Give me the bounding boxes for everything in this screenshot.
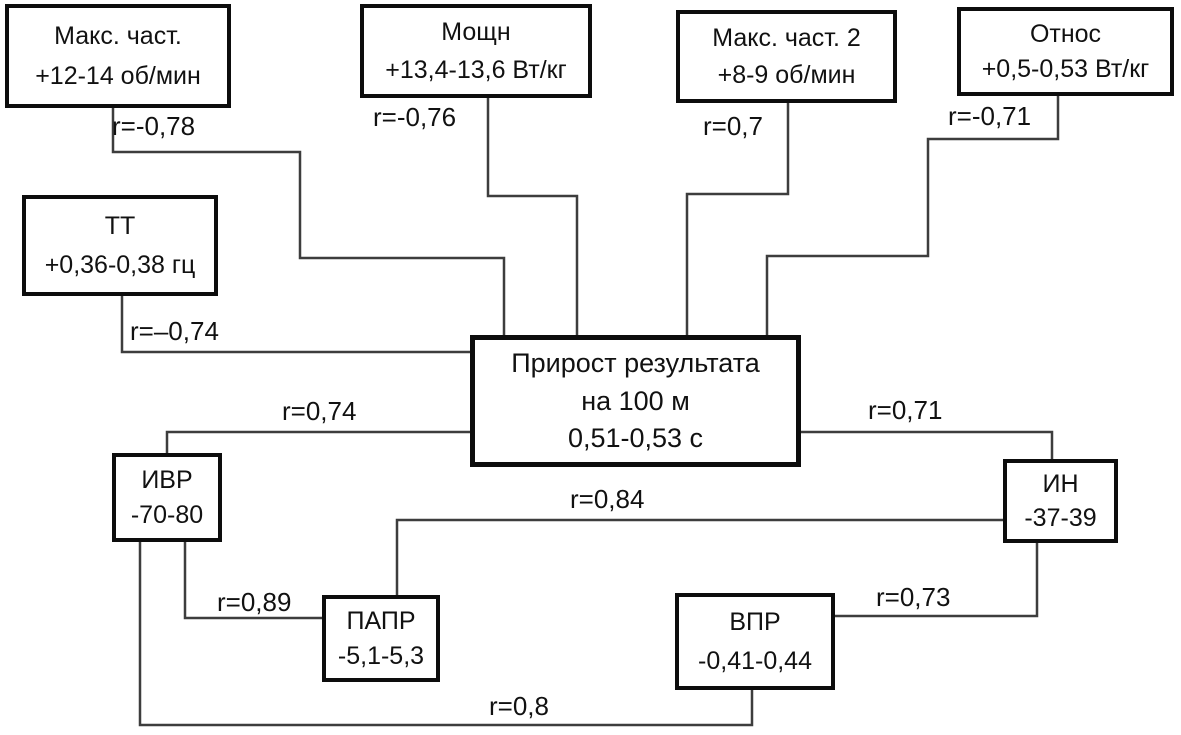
edge-otnos-center (765, 88, 1060, 340)
correlation-label-moshchn: r=-0,76 (373, 102, 457, 132)
node-ivr: ИВР -70-80 (112, 453, 222, 542)
edge-ivr-vpr (138, 537, 754, 727)
node-ivr-title: ИВР (141, 465, 193, 494)
edge-ivr-papr (183, 537, 327, 620)
node-center-subtitle: на 100 м (581, 385, 690, 416)
node-moshchn-title: Мощн (441, 18, 511, 47)
node-ivr-value: -70-80 (130, 501, 204, 530)
node-center-result: Прирост результата на 100 м 0,51-0,53 с (470, 335, 801, 467)
correlation-label-maks-chast: r=-0,78 (112, 111, 196, 141)
edge-moshchn-center (486, 90, 579, 340)
correlation-label-ivr-vpr: r=0,8 (489, 691, 549, 721)
node-maks-chast: Макс. част. +12-14 об/мин (5, 4, 231, 108)
node-vpr-value: -0,41-0,44 (698, 646, 812, 675)
node-maks-chast2-title: Макс. част. 2 (712, 23, 861, 52)
node-maks-chast-value: +12-14 об/мин (35, 62, 201, 91)
edge-maks-chast-center (111, 100, 506, 340)
edge-tt-center (120, 290, 475, 354)
node-otnos: Относ +0,5-0,53 Вт/кг (957, 7, 1174, 96)
node-papr: ПАПР -5,1-5,3 (322, 595, 440, 682)
correlation-label-otnos: r=-0,71 (948, 101, 1032, 131)
correlation-label-maks-chast2: r=0,7 (703, 111, 763, 141)
node-in: ИН -37-39 (1003, 459, 1118, 543)
edge-maks-chast2-center (685, 95, 790, 340)
correlation-label-ivr-papr: r=0,89 (217, 587, 292, 617)
edge-in-vpr (830, 538, 1039, 618)
edge-center-in (796, 430, 1054, 464)
node-papr-title: ПАПР (346, 606, 416, 635)
node-moshchn: Мощн +13,4-13,6 Вт/кг (360, 4, 592, 98)
node-tt-value: +0,36-0,38 гц (44, 251, 196, 280)
node-tt: ТТ +0,36-0,38 гц (22, 195, 218, 296)
correlation-label-tt: r=–0,74 (130, 316, 219, 346)
node-papr-value: -5,1-5,3 (337, 641, 425, 670)
node-vpr: ВПР -0,41-0,44 (675, 593, 835, 690)
node-maks-chast2: Макс. част. 2 +8-9 об/мин (676, 10, 897, 103)
edge-papr-in (395, 518, 1008, 600)
node-in-value: -37-39 (1024, 503, 1097, 532)
correlation-label-papr-in: r=0,84 (570, 484, 645, 514)
correlation-label-ivr: r=0,74 (282, 396, 357, 426)
node-maks-chast-title: Макс. част. (54, 21, 182, 50)
edge-ivr-center (165, 430, 475, 458)
node-otnos-value: +0,5-0,53 Вт/кг (981, 55, 1150, 84)
node-center-title: Прирост результата (511, 348, 760, 379)
node-tt-title: ТТ (104, 211, 136, 240)
node-maks-chast2-value: +8-9 об/мин (717, 60, 856, 89)
node-in-title: ИН (1042, 469, 1079, 498)
correlation-label-in-vpr: r=0,73 (876, 582, 951, 612)
node-center-value: 0,51-0,53 с (567, 423, 704, 454)
correlation-label-in: r=0,71 (868, 395, 943, 425)
node-moshchn-value: +13,4-13,6 Вт/кг (385, 55, 567, 84)
node-vpr-title: ВПР (729, 608, 781, 637)
node-otnos-title: Относ (1029, 19, 1102, 48)
